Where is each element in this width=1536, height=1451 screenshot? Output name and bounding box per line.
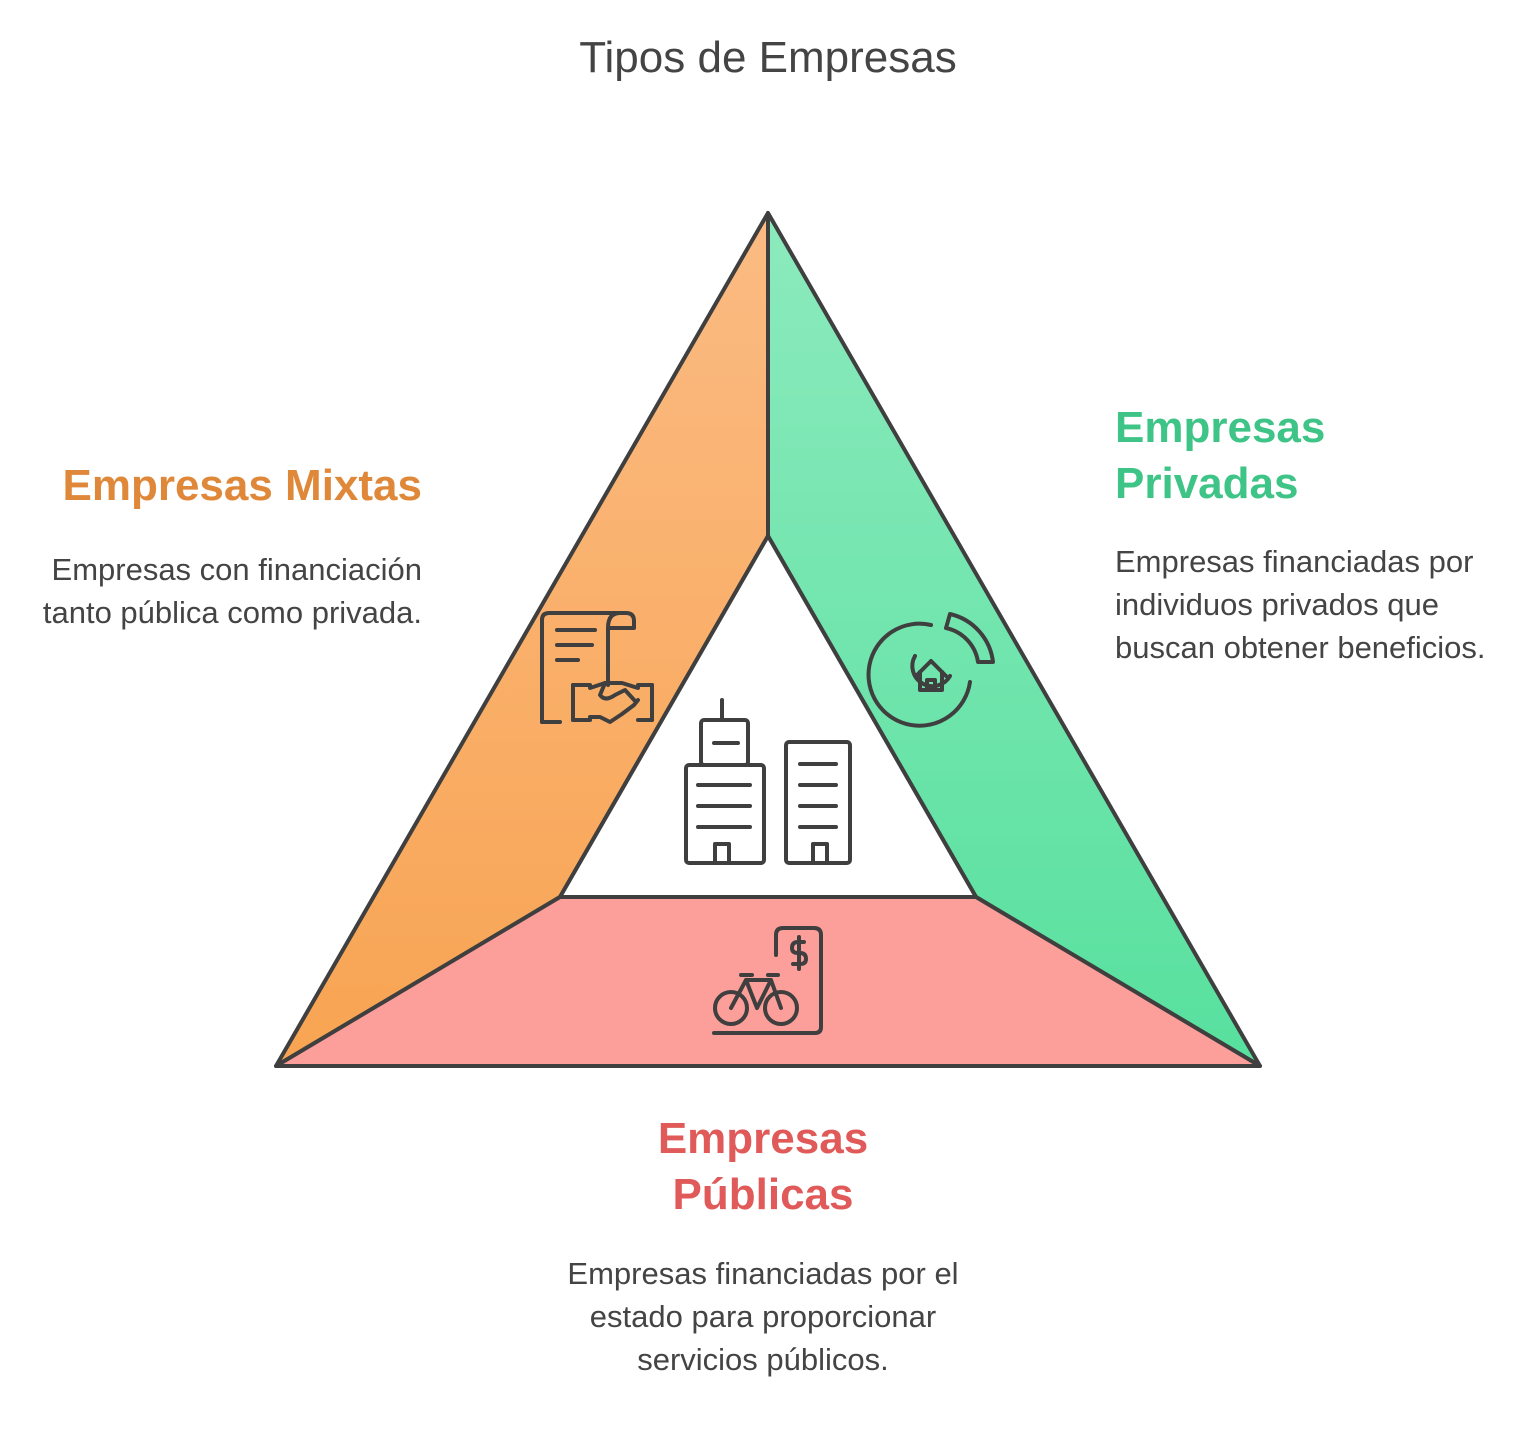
center-triangle (558, 534, 978, 899)
heading-publicas: Empresas Públicas (657, 1114, 869, 1219)
contract-handshake-icon (540, 611, 654, 724)
description-privadas: Empresas financiadas por individuos priv… (1115, 544, 1486, 665)
description-mixtas: Empresas con financiación tanto pública … (42, 552, 422, 630)
bicycle-bill-icon (712, 926, 823, 1035)
description-publicas: Empresas financiadas por el estado para … (567, 1256, 959, 1377)
home-cycle-icon (866, 612, 995, 728)
office-buildings-icon (684, 698, 852, 865)
heading-mixtas: Empresas Mixtas (62, 461, 422, 510)
page-title: Tipos de Empresas (579, 33, 957, 82)
heading-privadas: Empresas Privadas (1115, 403, 1326, 508)
